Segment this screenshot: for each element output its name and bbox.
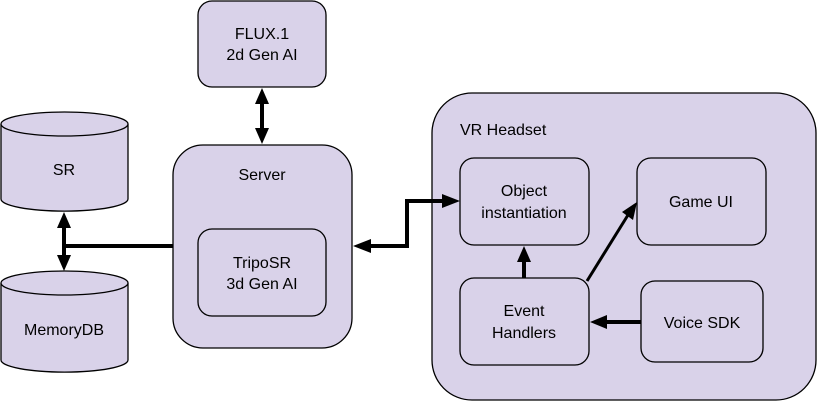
edge-event-handlers-object-instantiation bbox=[517, 246, 531, 278]
object-instantiation-node bbox=[459, 157, 590, 246]
memorydb-label: MemoryDB bbox=[24, 322, 104, 339]
voice-sdk-label: Voice SDK bbox=[664, 315, 741, 332]
arrowhead-up bbox=[517, 246, 531, 262]
flux-label-line2: 2d Gen AI bbox=[226, 47, 297, 64]
triposr-node bbox=[197, 228, 327, 317]
object-instantiation-label-line2: instantiation bbox=[481, 205, 566, 222]
edge-sr-memorydb bbox=[57, 212, 71, 271]
event-handlers-label-line2: Handlers bbox=[492, 325, 556, 342]
edge-server-object-instantiation bbox=[353, 194, 460, 253]
game-ui-node bbox=[636, 157, 767, 246]
flux-node bbox=[197, 0, 327, 88]
arrowhead-down bbox=[57, 255, 71, 271]
arrowhead-down bbox=[255, 128, 269, 144]
arrowhead-left bbox=[353, 239, 371, 253]
arrowhead-right bbox=[442, 194, 460, 208]
arrowhead-diagonal bbox=[622, 202, 637, 220]
sr-cylinder-top bbox=[0, 111, 129, 137]
edge-event-handlers-game-ui bbox=[585, 202, 637, 282]
memorydb-cylinder-top bbox=[0, 270, 129, 296]
triposr-label-line1: TripoSR bbox=[233, 255, 291, 272]
game-ui-label: Game UI bbox=[669, 194, 733, 211]
arrowhead-up bbox=[255, 88, 269, 104]
event-handlers-label-line1: Event bbox=[504, 303, 545, 320]
sr-cylinder-body bbox=[0, 124, 129, 212]
sr-label: SR bbox=[53, 162, 75, 179]
event-handlers-node bbox=[459, 277, 590, 366]
server-label: Server bbox=[238, 167, 286, 184]
arrowhead-up bbox=[57, 212, 71, 228]
memorydb-cylinder-body bbox=[0, 283, 129, 373]
sr-database: SR bbox=[0, 111, 129, 212]
flux-label-line1: FLUX.1 bbox=[235, 26, 289, 43]
edge-flux-server bbox=[255, 88, 269, 144]
triposr-label-line2: 3d Gen AI bbox=[226, 276, 297, 293]
vr-headset-label: VR Headset bbox=[460, 122, 547, 139]
object-instantiation-label-line1: Object bbox=[501, 183, 548, 200]
edge-voice-sdk-event-handlers bbox=[590, 315, 641, 329]
memorydb-database: MemoryDB bbox=[0, 270, 129, 373]
arrowhead-left bbox=[590, 315, 607, 329]
